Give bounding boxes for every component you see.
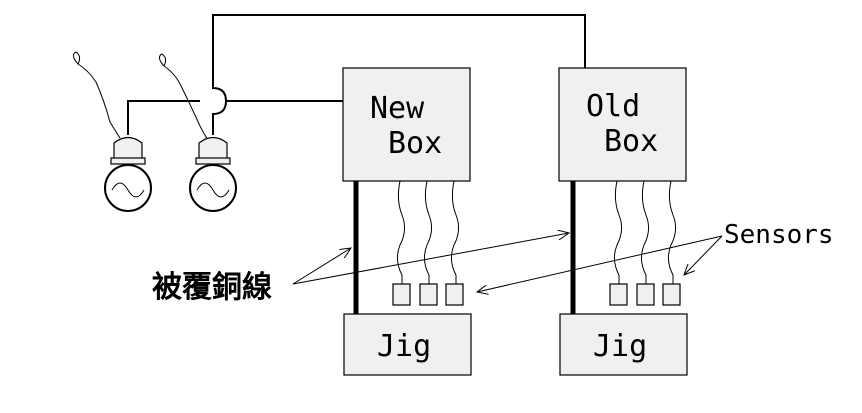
jig-right (559, 313, 688, 376)
sensor-new-3 (445, 283, 464, 306)
old-box (558, 67, 687, 182)
bulb-globe-right (189, 164, 237, 212)
bulb-socket-left (113, 136, 143, 161)
jig-right-label: Jig (593, 329, 647, 364)
new-box-label-line2: Box (388, 126, 442, 161)
sensor-new-1 (392, 283, 411, 306)
sensor-old-1 (609, 283, 628, 306)
old-box-label-line2: Box (604, 124, 658, 159)
wire-hop (212, 82, 228, 135)
arrow-to-sensors-old (684, 235, 723, 275)
bulb-socket-right (198, 136, 228, 161)
sensor-new-2 (419, 283, 438, 306)
sensor-old-3 (662, 283, 681, 306)
covered-copper-wire-label: 被覆銅線 (152, 270, 272, 305)
sensor-leads-new (396, 180, 460, 284)
top-connection-wire (212, 14, 586, 82)
bulb-cord-right (158, 53, 209, 141)
bulb-globe-left (104, 164, 152, 212)
new-box-label-line1: New (370, 91, 425, 126)
jig-left (343, 313, 472, 376)
jig-left-label: Jig (377, 329, 431, 364)
sensor-leads-old (613, 180, 677, 284)
feed-wire (127, 100, 343, 135)
arrow-to-copper-new (292, 248, 351, 285)
bulb-cord-left (72, 51, 121, 139)
arrow-to-copper-old (292, 233, 569, 285)
new-box (342, 67, 471, 182)
sensor-old-2 (636, 283, 655, 306)
bulb-filament-left (111, 182, 145, 198)
arrow-to-sensors-new (477, 235, 723, 292)
bulb-filament-right (196, 182, 230, 198)
lamp-left (72, 51, 152, 212)
lamp-right (158, 53, 237, 212)
sensors-label: Sensors (724, 220, 834, 250)
old-box-label-line1: Old (586, 89, 640, 124)
